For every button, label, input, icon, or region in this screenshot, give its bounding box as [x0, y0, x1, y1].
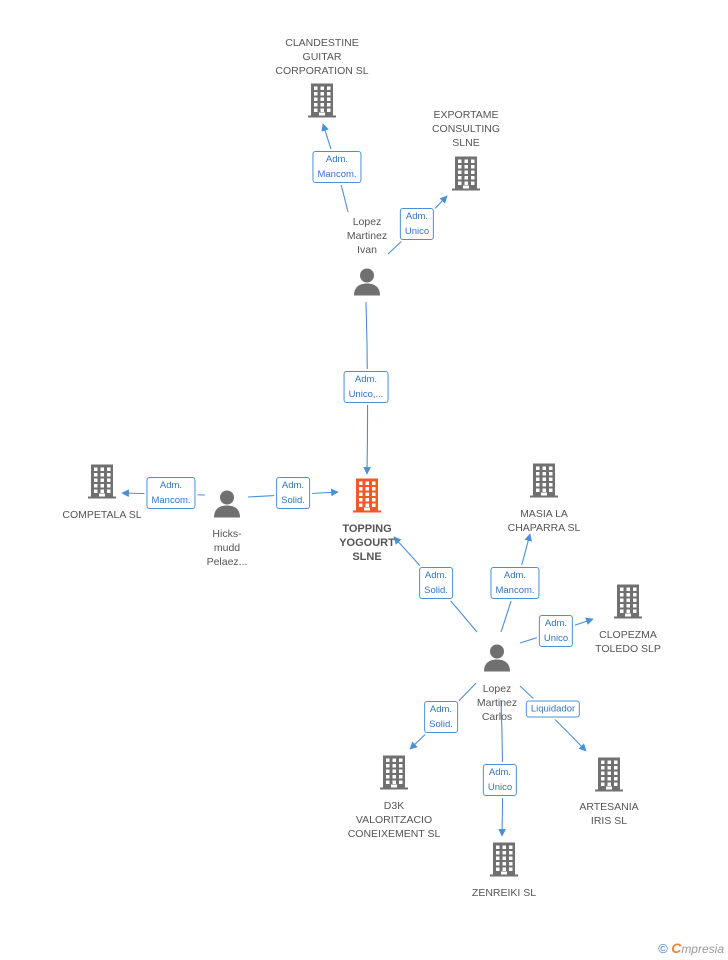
relation-badge-lopez_ivan-clandestine[interactable]: Adm. Mancom. — [312, 151, 362, 183]
node-label-artesania[interactable]: ARTESANIA IRIS SL — [579, 801, 639, 827]
empresia-brand[interactable]: © Cmpresia — [658, 940, 724, 956]
building-icon[interactable] — [490, 842, 518, 882]
brand-logo-letter: C — [671, 940, 682, 956]
relation-badge-lopez_carlos-masia[interactable]: Adm. Mancom. — [490, 567, 540, 599]
node-label-clopezma[interactable]: CLOPEZMA TOLEDO SLP — [595, 629, 661, 655]
node-label-exportame[interactable]: EXPORTAME CONSULTING SLNE — [431, 109, 501, 149]
node-label-topping[interactable]: TOPPING YOGOURT SLNE — [339, 523, 395, 563]
relation-badge-lopez_carlos-zenreiki[interactable]: Adm. Unico — [482, 764, 518, 796]
brand-name: mpresia — [681, 942, 724, 956]
copyright-icon: © — [658, 941, 668, 956]
building-icon[interactable] — [308, 83, 336, 123]
relation-badge-lopez_carlos-clopezma[interactable]: Adm. Unico — [538, 615, 574, 647]
relation-badge-hicks-competala[interactable]: Adm. Mancom. — [146, 477, 196, 509]
building-icon[interactable] — [614, 584, 642, 624]
relation-badge-lopez_carlos-d3k[interactable]: Adm. Solid. — [424, 701, 458, 733]
node-label-d3k[interactable]: D3K VALORITZACIO CONEIXEMENT SL — [347, 800, 441, 840]
node-label-lopez_carlos[interactable]: Lopez Martinez Carlos — [476, 683, 518, 723]
relation-badge-lopez_ivan-exportame[interactable]: Adm. Unico — [399, 208, 435, 240]
person-icon[interactable] — [483, 644, 511, 677]
relation-badge-hicks-topping[interactable]: Adm. Solid. — [276, 477, 310, 509]
node-label-masia[interactable]: MASIA LA CHAPARRA SL — [507, 508, 581, 534]
node-label-lopez_ivan[interactable]: Lopez Martinez Ivan — [346, 216, 388, 256]
building-icon[interactable] — [353, 478, 381, 518]
relation-badge-lopez_ivan-topping[interactable]: Adm. Unico,... — [343, 371, 389, 403]
building-icon[interactable] — [380, 755, 408, 795]
relation-badge-lopez_carlos-artesania[interactable]: Liquidador — [525, 700, 581, 718]
building-icon[interactable] — [88, 464, 116, 504]
node-label-clandestine[interactable]: CLANDESTINE GUITAR CORPORATION SL — [275, 37, 369, 77]
person-icon[interactable] — [213, 490, 241, 523]
person-icon[interactable] — [353, 268, 381, 301]
node-label-hicks[interactable]: Hicks- mudd Pelaez... — [206, 528, 248, 568]
building-icon[interactable] — [530, 463, 558, 503]
edge-lopez_carlos-to-artesania — [519, 685, 587, 752]
relation-badge-lopez_carlos-topping[interactable]: Adm. Solid. — [419, 567, 453, 599]
building-icon[interactable] — [595, 757, 623, 797]
node-label-competala[interactable]: COMPETALA SL — [62, 509, 142, 521]
node-label-zenreiki[interactable]: ZENREIKI SL — [471, 887, 537, 899]
building-icon[interactable] — [452, 156, 480, 196]
